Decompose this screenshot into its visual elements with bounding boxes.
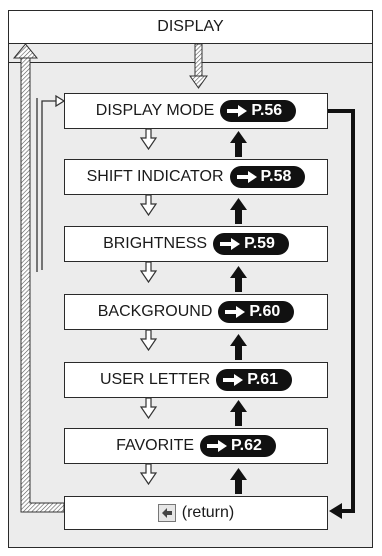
return-icon <box>157 504 176 522</box>
arrow-right-icon <box>225 306 246 318</box>
menu-item-shift-indicator[interactable]: SHIFT INDICATOR P.58 <box>64 159 328 195</box>
page-ref-badge[interactable]: P.58 <box>229 166 306 188</box>
page-ref-badge[interactable]: P.60 <box>218 301 295 323</box>
menu-item-background[interactable]: BACKGROUND P.60 <box>64 294 328 330</box>
menu-item-return[interactable]: (return) <box>64 496 328 530</box>
arrow-right-icon <box>227 105 248 117</box>
menu-item-label: FAVORITE <box>116 437 195 454</box>
menu-item-label: USER LETTER <box>99 371 211 388</box>
page-ref-badge[interactable]: P.62 <box>200 435 276 457</box>
page-ref-badge[interactable]: P.59 <box>213 233 289 255</box>
menu-item-label: DISPLAY MODE <box>95 102 215 119</box>
arrow-right-icon <box>207 440 228 452</box>
arrow-right-icon <box>223 374 244 386</box>
display-title-box: DISPLAY <box>8 10 373 44</box>
menu-item-label: BRIGHTNESS <box>103 235 208 252</box>
menu-item-display-mode[interactable]: DISPLAY MODE P.56 <box>64 93 328 129</box>
menu-item-label: BACKGROUND <box>97 303 213 320</box>
page-ref-badge[interactable]: P.61 <box>216 369 293 391</box>
menu-item-label: SHIFT INDICATOR <box>86 168 224 185</box>
menu-item-favorite[interactable]: FAVORITE P.62 <box>64 428 328 464</box>
arrow-right-icon <box>220 238 241 250</box>
display-title: DISPLAY <box>157 18 224 35</box>
arrow-right-icon <box>236 171 257 183</box>
page-ref-badge[interactable]: P.56 <box>220 100 297 122</box>
menu-item-brightness[interactable]: BRIGHTNESS P.59 <box>64 226 328 262</box>
return-label: (return) <box>181 504 235 521</box>
connector-strip <box>8 44 373 62</box>
menu-item-user-letter[interactable]: USER LETTER P.61 <box>64 362 328 398</box>
